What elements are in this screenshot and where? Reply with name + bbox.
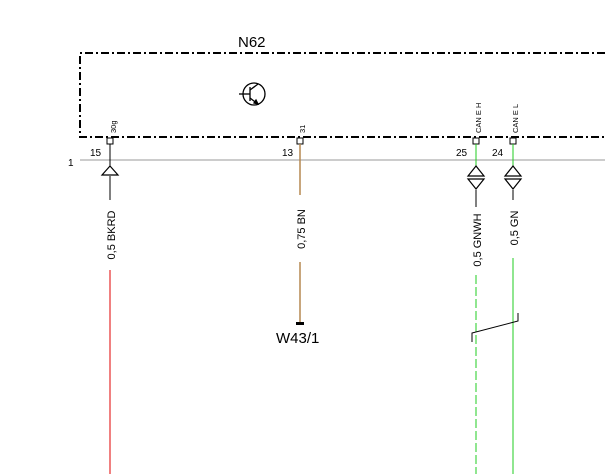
- wire-bkrd: 0,5 BKRD: [100, 144, 120, 474]
- pin-31: 31 13: [282, 125, 307, 159]
- pin-terminal: [509, 137, 517, 145]
- pin-number: 15: [90, 148, 102, 159]
- pin-can-e-h: CAN E H 25: [456, 103, 483, 159]
- pin-number: 24: [492, 148, 504, 159]
- pin-number: 13: [282, 148, 294, 159]
- transistor-icon: [239, 82, 266, 106]
- pin-terminal: [296, 137, 304, 145]
- pin-terminal: [106, 137, 114, 145]
- connector-arrow-icon: [100, 165, 120, 176]
- component-box: [79, 52, 605, 138]
- ground-label: W43/1: [276, 330, 319, 347]
- pin-number: 25: [456, 148, 468, 159]
- wire-gn: 0,5 GN: [503, 144, 523, 474]
- pin-signal-label: 30g: [109, 120, 118, 133]
- pin-signal-label: CAN E H: [474, 103, 483, 133]
- pin-can-e-l: CAN E L 24: [492, 104, 520, 159]
- connector-double-arrow-icon: [503, 165, 523, 190]
- wire-gnwh: 0,5 GNWH: [466, 144, 486, 474]
- wire-label: 0,75 BN: [296, 209, 308, 249]
- pin-terminal: [472, 137, 480, 145]
- ground-terminal: [296, 322, 304, 325]
- wire-label: 0,5 BKRD: [106, 210, 118, 259]
- wire-bn: 0,75 BN W43/1: [276, 144, 319, 347]
- connector-double-arrow-icon: [466, 165, 486, 190]
- twisted-pair-marker: [471, 313, 519, 342]
- pin-30g: 30g 15: [90, 120, 118, 159]
- wire-label: 0,5 GN: [509, 211, 521, 246]
- pin-signal-label: 31: [298, 125, 307, 133]
- wire-label: 0,5 GNWH: [472, 213, 484, 266]
- component-name: N62: [238, 34, 266, 51]
- row-marker: 1: [68, 158, 74, 169]
- pin-signal-label: CAN E L: [511, 104, 520, 133]
